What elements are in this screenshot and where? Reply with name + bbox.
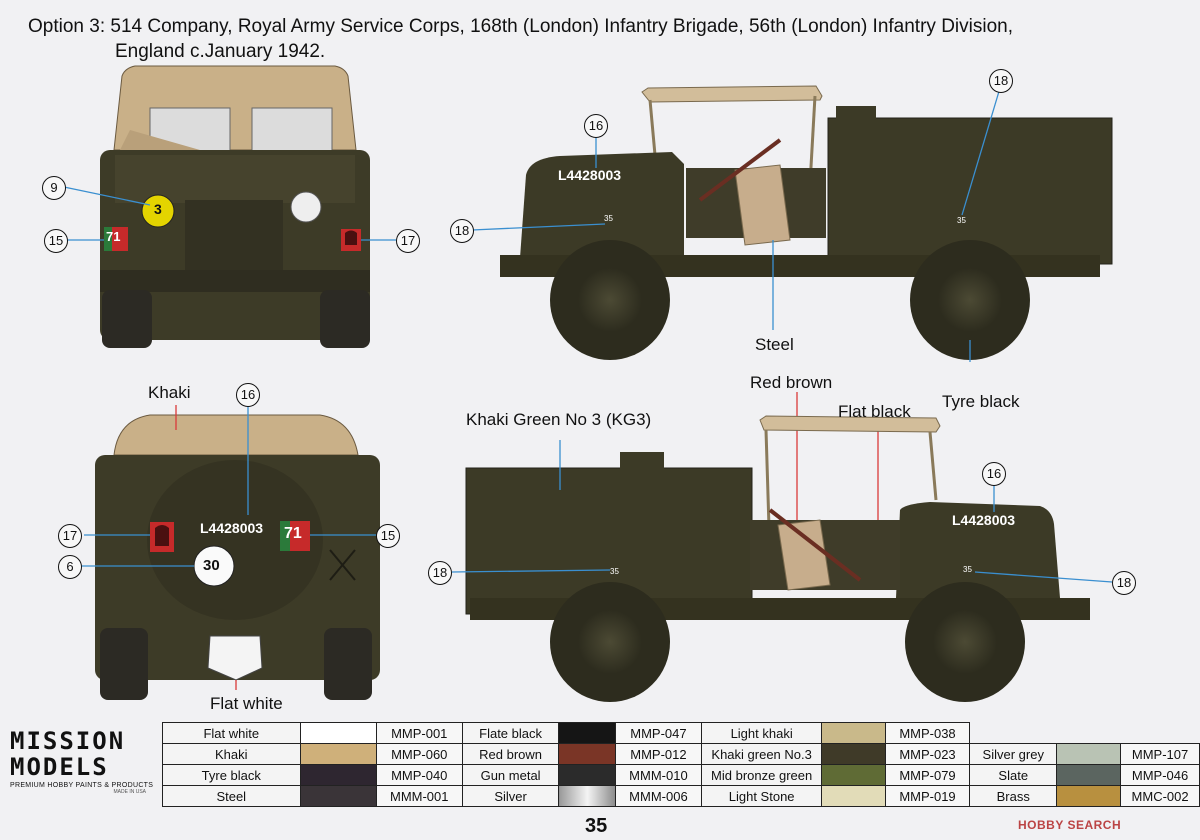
paint-code: MMP-107 (1120, 743, 1200, 765)
empty-cell (970, 723, 1200, 744)
page-number: 35 (585, 815, 608, 837)
paint-swatch (299, 764, 377, 786)
paint-name: Light khaki (700, 722, 823, 744)
paint-code: MMP-079 (884, 764, 971, 786)
paint-swatch (821, 785, 886, 807)
paint-name: Brass (969, 785, 1058, 807)
paint-swatch (1056, 764, 1122, 786)
paint-code: MMC-002 (1120, 785, 1200, 807)
marking-35-side1-front: 35 (604, 214, 613, 223)
rear-view (80, 405, 380, 700)
label-tyre-black: Tyre black (942, 392, 1020, 411)
paint-swatch (558, 722, 616, 744)
paint-code: MMM-006 (614, 785, 702, 807)
title-line-2: England c.January 1942. (115, 41, 326, 62)
paint-code: MMP-019 (884, 785, 971, 807)
label-flat-white: Flat white (210, 694, 283, 713)
title-line-1: Option 3: 514 Company, Royal Army Servic… (28, 16, 1013, 37)
logo-line-2: MODELS (10, 753, 109, 781)
callout-15-front: 15 (44, 229, 68, 253)
paint-name: Gun metal (461, 764, 560, 786)
divisional-number-front: 71 (106, 229, 121, 244)
label-flat-black: Flat black (838, 402, 911, 421)
paint-code: MMP-038 (884, 722, 971, 744)
paint-code: MMP-047 (614, 722, 702, 744)
paint-code: MMP-012 (614, 743, 702, 765)
callout-16-side2: 16 (982, 462, 1006, 486)
mission-models-logo: MISSION MODELS PREMIUM HOBBY PAINTS & PR… (10, 728, 160, 795)
paint-swatch (558, 764, 616, 786)
callout-16-rear: 16 (236, 383, 260, 407)
callout-6: 6 (58, 555, 82, 579)
paint-swatch (1056, 785, 1122, 807)
paint-swatch (299, 743, 377, 765)
paint-swatch (299, 722, 377, 744)
registration-number-side-1: L4428003 (558, 167, 622, 183)
paint-code: MMP-060 (375, 743, 463, 765)
registration-number-side-2: L4428003 (952, 512, 1016, 528)
paint-name: Red brown (461, 743, 560, 765)
paint-name: Silver (461, 785, 560, 807)
marking-35-side2-rear: 35 (610, 567, 619, 576)
divisional-number-rear: 71 (284, 525, 302, 542)
callout-18-side2-tank: 18 (428, 561, 452, 585)
paint-swatch (558, 785, 616, 807)
paint-swatch (1056, 743, 1122, 765)
paint-name: Silver grey (969, 743, 1058, 765)
callout-18-side2-front: 18 (1112, 571, 1136, 595)
paint-code: MMP-040 (375, 764, 463, 786)
paint-name: Khaki green No.3 (700, 743, 823, 765)
bridge-plate-front: 3 (154, 201, 162, 217)
paint-name: Tyre black (162, 764, 301, 786)
paint-code: MMP-001 (375, 722, 463, 744)
paint-name: Flat white (162, 722, 301, 744)
callout-16-side1: 16 (584, 114, 608, 138)
label-red-brown: Red brown (750, 373, 833, 392)
paint-swatch (821, 722, 886, 744)
vehicle-illustrations (63, 65, 1113, 702)
paint-swatch (821, 764, 886, 786)
paint-name: Flate black (461, 722, 560, 744)
paint-code: MMP-023 (884, 743, 971, 765)
watermark: HOBBY SEARCH (1018, 818, 1122, 832)
bridge-plate-rear: 30 (203, 557, 220, 574)
callout-18-side1-front: 18 (450, 219, 474, 243)
paint-code: MMP-046 (1120, 764, 1200, 786)
callout-17-rear: 17 (58, 524, 82, 548)
callout-9: 9 (42, 176, 66, 200)
logo-line-1: MISSION (10, 727, 126, 755)
callout-15-rear: 15 (376, 524, 400, 548)
side-view-1 (471, 85, 1113, 528)
paint-name: Steel (162, 785, 301, 807)
paint-name: Slate (969, 764, 1058, 786)
front-view (63, 65, 396, 348)
paint-name: Mid bronze green (700, 764, 823, 786)
paint-swatch (821, 743, 886, 765)
paint-name: Light Stone (700, 785, 823, 807)
option-title: Option 3: 514 Company, Royal Army Servic… (28, 14, 1178, 64)
paint-swatch (558, 743, 616, 765)
marking-35-side1-rear: 35 (957, 216, 966, 225)
paint-code: MMM-001 (375, 785, 463, 807)
label-khaki-green: Khaki Green No 3 (KG3) (466, 410, 652, 429)
label-steel: Steel (755, 335, 794, 354)
logo-made-in: MADE IN USA (113, 789, 146, 795)
logo-tagline: PREMIUM HOBBY PAINTS & PRODUCTS (10, 782, 154, 789)
registration-number-rear: L4428003 (200, 520, 264, 536)
paint-name: Khaki (162, 743, 301, 765)
side-view-2 (451, 415, 1113, 702)
paint-code: MMM-010 (614, 764, 702, 786)
marking-35-side2-front: 35 (963, 565, 972, 574)
label-khaki: Khaki (148, 383, 191, 402)
callout-18-side1-tank: 18 (989, 69, 1013, 93)
callout-17-front: 17 (396, 229, 420, 253)
paint-swatch (299, 785, 377, 807)
